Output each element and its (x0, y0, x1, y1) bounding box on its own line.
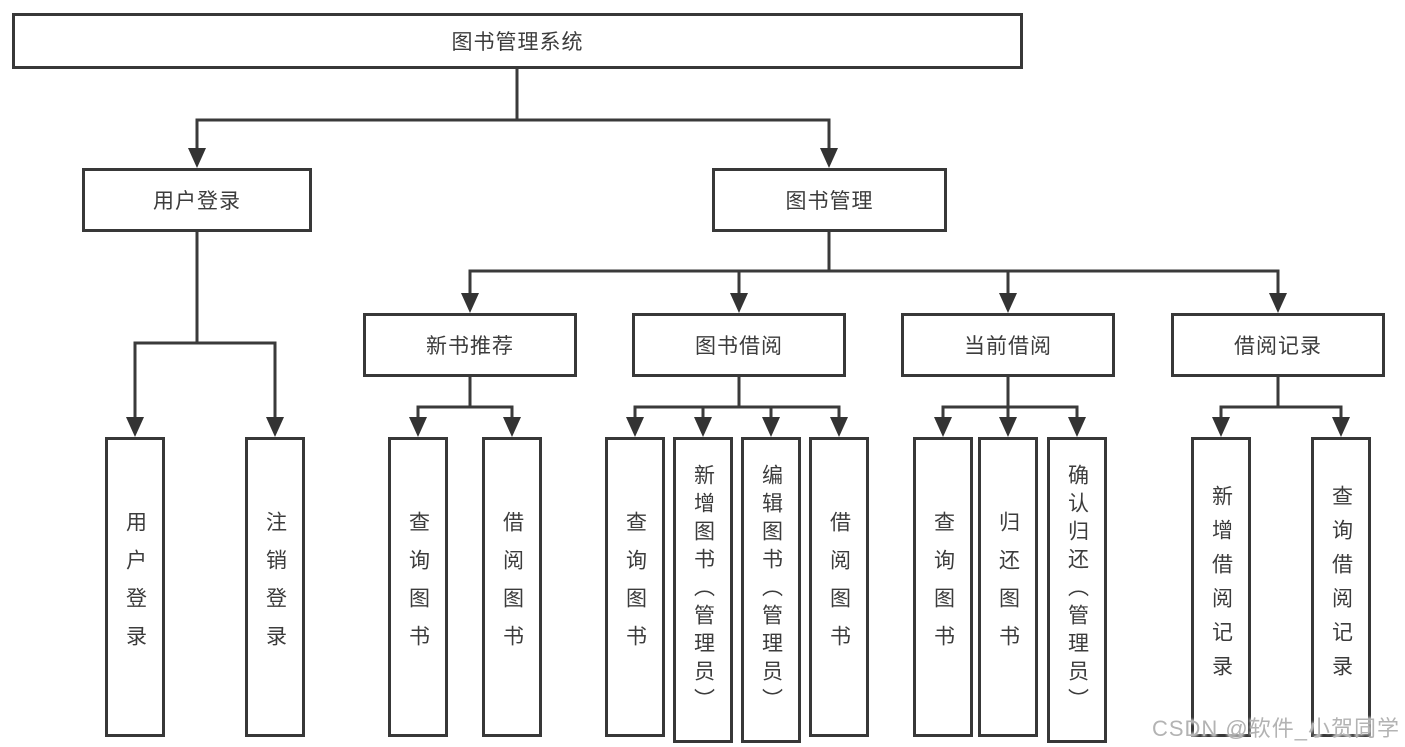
leaf-logout: 注销登录 (245, 437, 305, 737)
leaf-query-books-recommend: 查询图书 (388, 437, 448, 737)
leaf-query-books-current-label: 查询图书 (931, 511, 955, 663)
leaf-query-books-borrow-label: 查询图书 (623, 511, 647, 663)
node-book-management: 图书管理 (712, 168, 947, 232)
connector-book-management-children (461, 230, 1287, 313)
node-current-borrow: 当前借阅 (901, 313, 1115, 377)
leaf-query-books-borrow: 查询图书 (605, 437, 665, 737)
leaf-borrow-books-recommend: 借阅图书 (482, 437, 542, 737)
leaf-query-books-recommend-label: 查询图书 (406, 511, 430, 663)
leaf-user-login-label: 用户登录 (123, 511, 147, 663)
leaf-add-borrow-record-label: 新增借阅记录 (1209, 485, 1233, 689)
leaf-query-borrow-record: 查询借阅记录 (1311, 437, 1371, 737)
leaf-add-books-admin-label: 新增图书（管理员） (691, 464, 715, 716)
leaf-borrow-books-recommend-label: 借阅图书 (500, 511, 524, 663)
leaf-confirm-return-admin: 确认归还（管理员） (1047, 437, 1107, 743)
leaf-query-books-current: 查询图书 (913, 437, 973, 737)
leaf-query-borrow-record-label: 查询借阅记录 (1329, 485, 1353, 689)
node-library-management-system: 图书管理系统 (12, 13, 1023, 69)
leaf-confirm-return-admin-label: 确认归还（管理员） (1065, 464, 1089, 716)
leaf-return-books: 归还图书 (978, 437, 1038, 737)
connector-new-book-recommend-children (409, 375, 521, 437)
node-borrow-records: 借阅记录 (1171, 313, 1385, 377)
connector-book-borrow-children (626, 375, 848, 437)
csdn-watermark: CSDN @软件_小贺同学 (1151, 716, 1400, 741)
leaf-edit-books-admin: 编辑图书（管理员） (741, 437, 801, 743)
connector-borrow-records-children (1212, 375, 1350, 437)
leaf-add-books-admin: 新增图书（管理员） (673, 437, 733, 743)
leaf-borrow-books-label: 借阅图书 (827, 511, 851, 663)
node-new-book-recommend: 新书推荐 (363, 313, 577, 377)
leaf-logout-label: 注销登录 (263, 511, 287, 663)
connector-user-login-children (126, 230, 284, 437)
leaf-user-login: 用户登录 (105, 437, 165, 737)
node-book-borrow: 图书借阅 (632, 313, 846, 377)
leaf-borrow-books: 借阅图书 (809, 437, 869, 737)
node-user-login: 用户登录 (82, 168, 312, 232)
leaf-add-borrow-record: 新增借阅记录 (1191, 437, 1251, 737)
leaf-return-books-label: 归还图书 (996, 511, 1020, 663)
connector-current-borrow-children (934, 375, 1086, 437)
leaf-edit-books-admin-label: 编辑图书（管理员） (759, 464, 783, 716)
connector-root-to-level2 (188, 67, 838, 168)
